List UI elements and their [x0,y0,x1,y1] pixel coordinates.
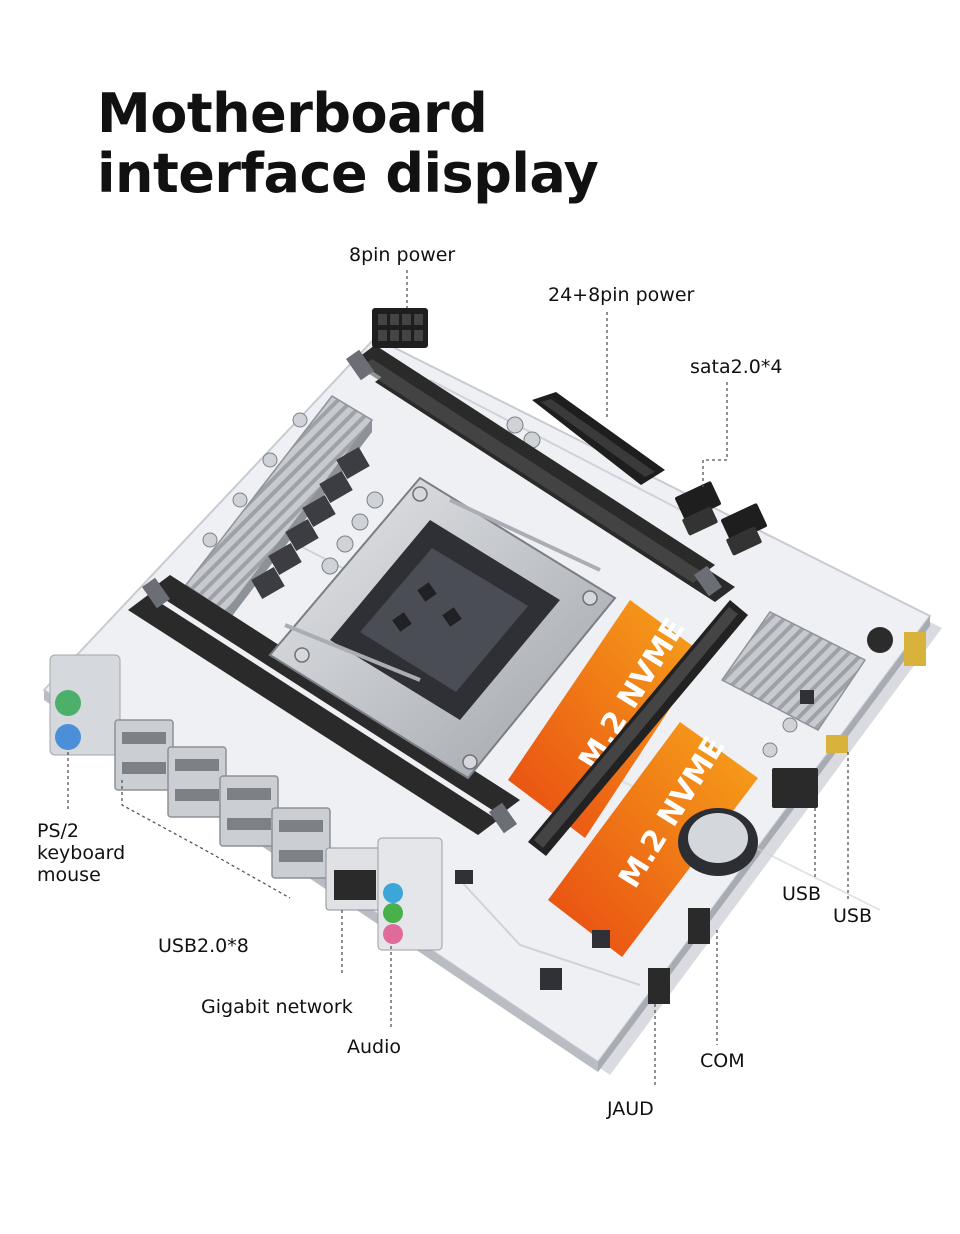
small-chips [455,690,814,990]
pcie-slot [528,600,748,856]
label-gigabit-network: Gigabit network [201,996,353,1018]
label-com: COM [700,1050,745,1072]
label-audio: Audio [347,1036,402,1058]
label-ps2-line-3: mouse [37,864,101,886]
lead-sata [702,382,728,488]
lan-port [325,847,385,911]
pcb-edge-right [598,616,930,1072]
title-line-1: Motherboard [97,82,488,145]
lead-usb20 [121,780,291,899]
com-jaud-headers [648,908,710,1004]
label-ps2-line-1: PS/2 [37,820,80,842]
m2-slot-1 [508,600,705,838]
front-panel-pins [904,632,926,666]
label-8pin-power: 8pin power [349,244,456,266]
capacitors [202,412,798,758]
ps2-port [49,654,121,756]
label-usb-header-1: USB [782,883,822,905]
label-ps2: PS/2 keyboard mouse [37,820,125,886]
8pin-power-connector [372,308,428,348]
label-24-8pin-power: 24+8pin power [548,284,695,306]
vrm-chokes [251,446,370,600]
audio-ports [377,837,443,951]
cpu-socket [268,476,617,780]
usb-headers [772,735,848,808]
buzzer [867,627,893,653]
sata-connectors [675,481,767,556]
24pin-power-connector [532,392,665,485]
label-jaud: JAUD [607,1098,654,1120]
page-title: Motherboard interface display [97,82,599,205]
cmos-battery [678,808,758,876]
label-ps2-line-2: keyboard [37,842,126,864]
title-line-2: interface display [97,142,599,205]
m2-slot-2 [548,722,758,957]
chipset-heatsink [720,611,867,731]
label-sata: sata2.0*4 [690,356,783,378]
label-usb-header-2: USB [833,905,873,927]
label-usb20: USB2.0*8 [158,935,249,957]
ram-slots-top [345,345,735,602]
